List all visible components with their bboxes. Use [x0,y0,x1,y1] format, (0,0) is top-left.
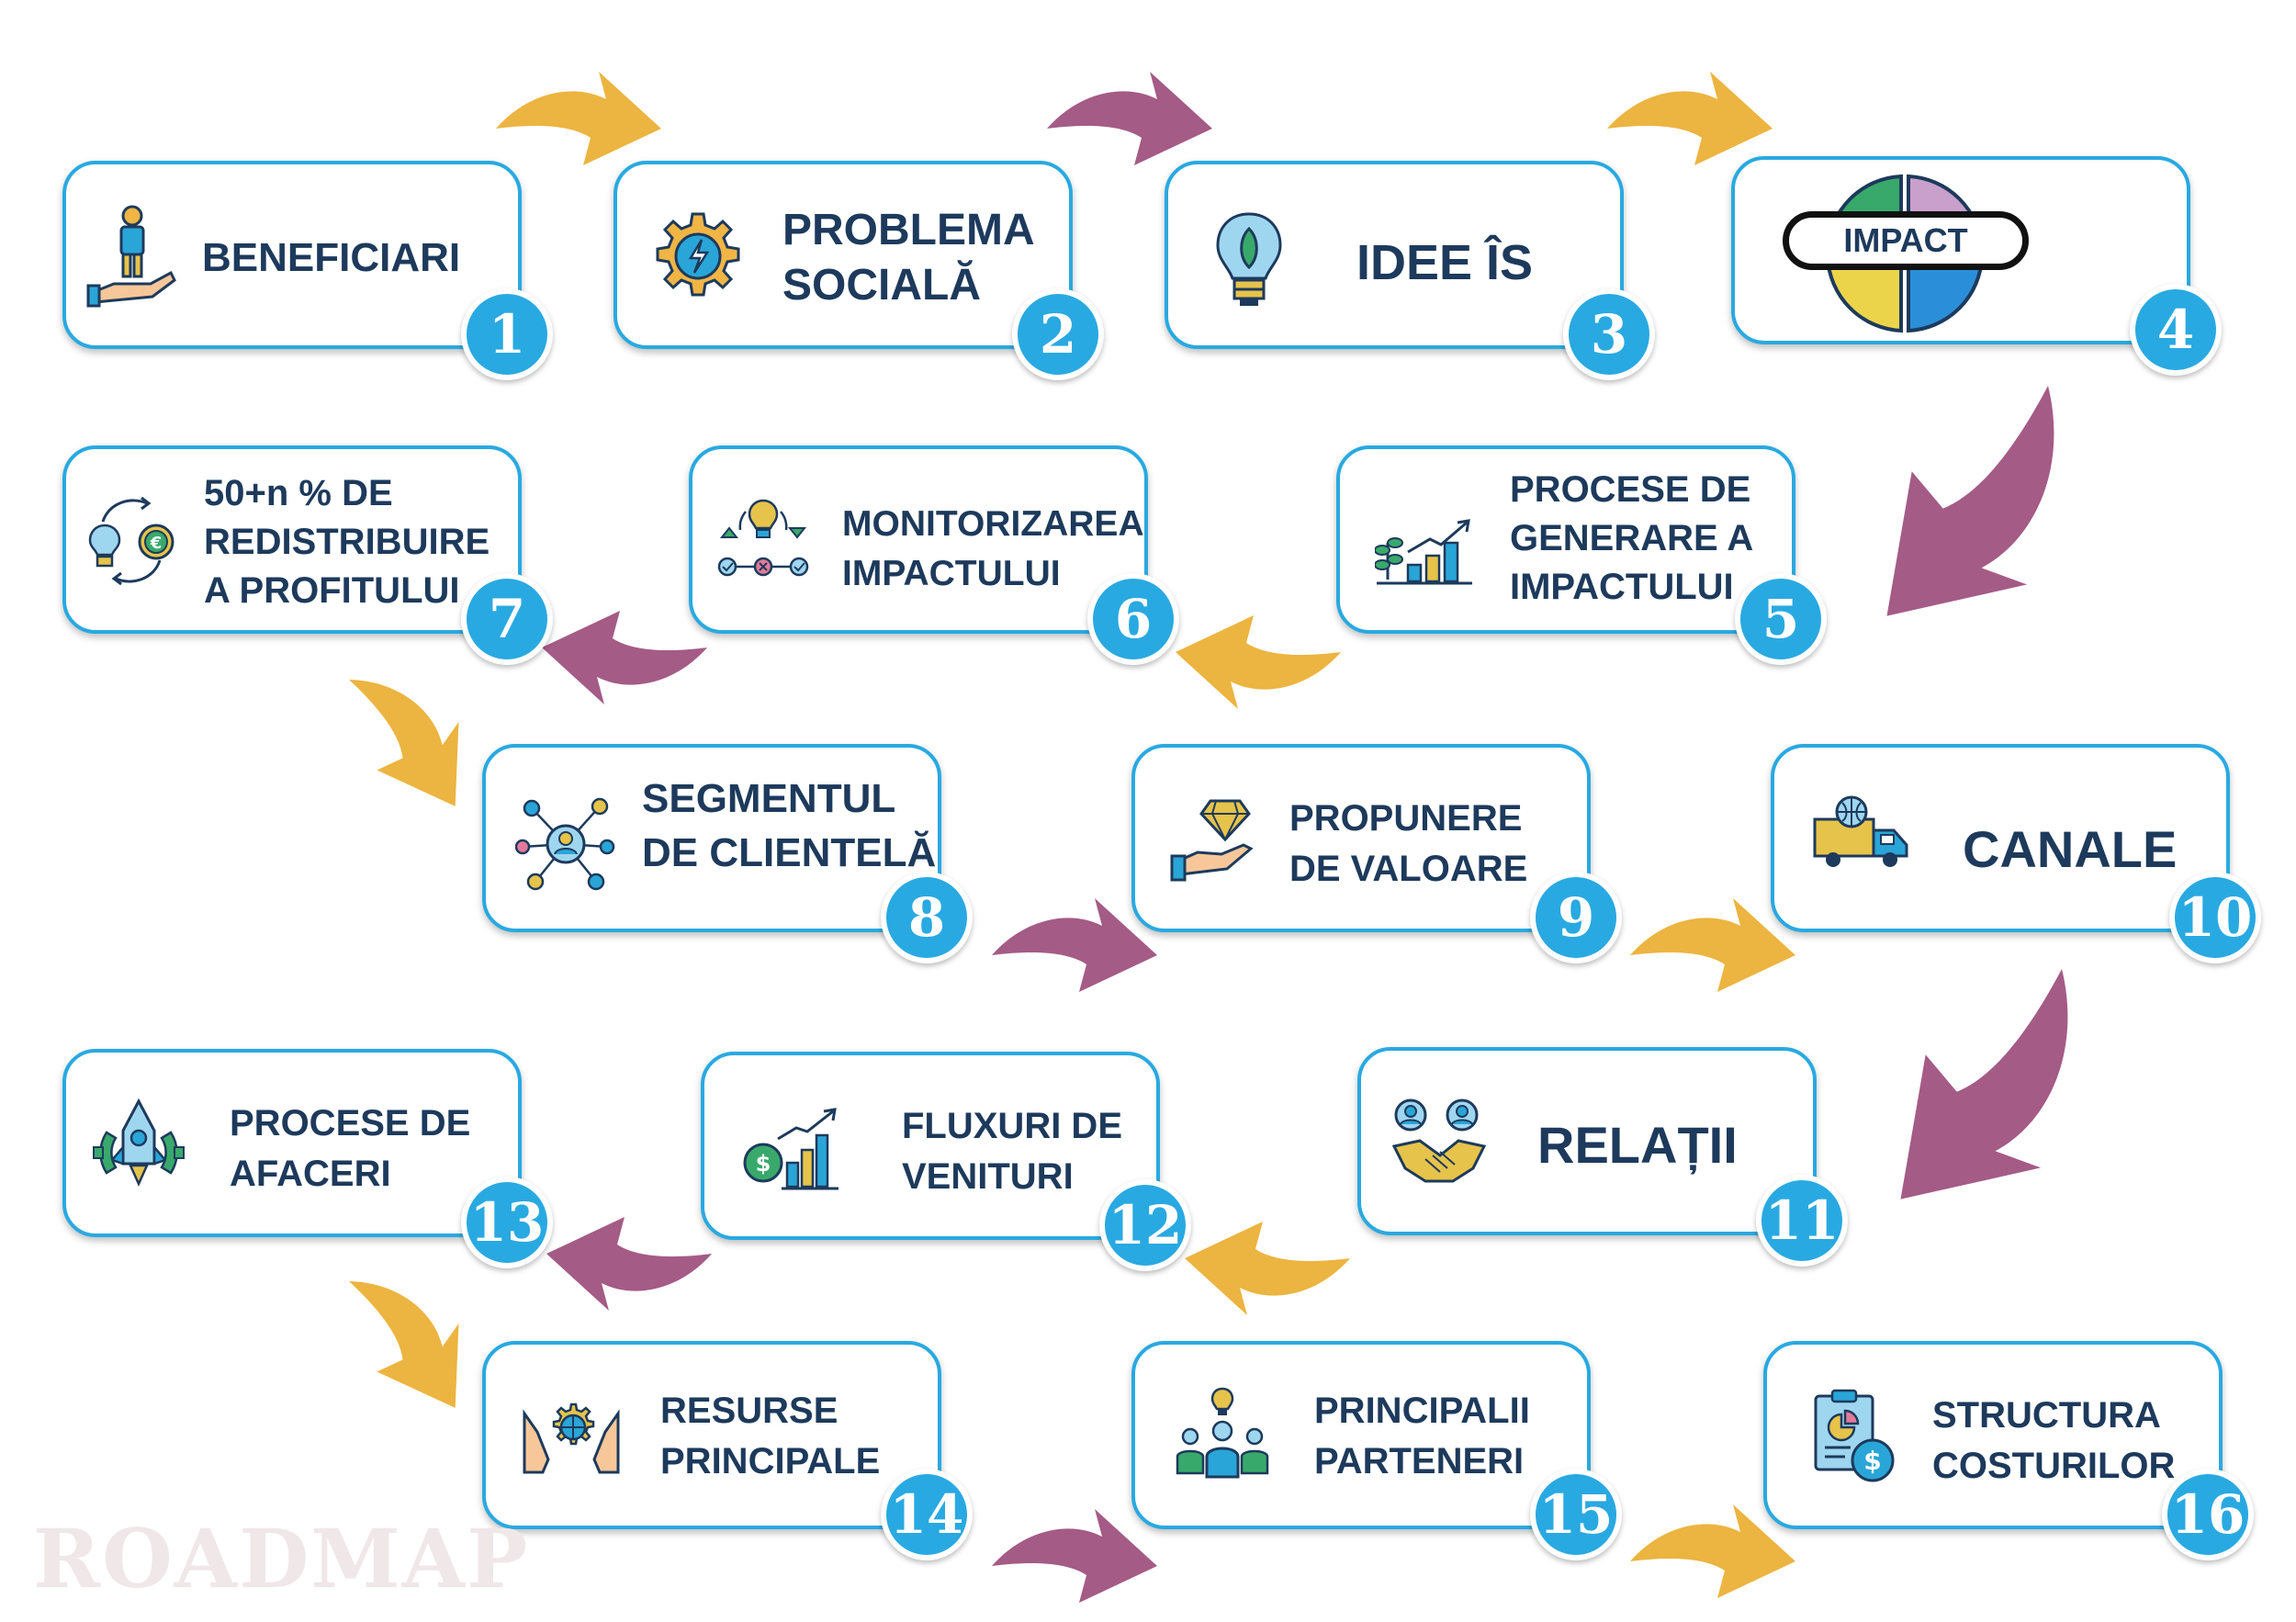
arrow-10-11 [1849,932,2142,1256]
step-5-box: PROCESE DE GENERARE A IMPACTULUI 5 [1336,445,1827,665]
network-user-icon [515,797,615,891]
step-16-box: $ STRUCTURA COSTURILOR 16 [1763,1341,2254,1560]
roadmap-watermark: ROADMAP [33,1511,530,1606]
step-7-box: € 50+n % DE REDISTRIBUIRE A PROFITULUI 7 [62,445,553,665]
arrow-9-10 [1630,898,1795,992]
arrow-6-7 [542,611,707,704]
diamond-hand-icon [1170,799,1254,882]
arrow-13-14 [321,1245,500,1432]
step-6-box: MONITORIZAREA IMPACTULUI 6 [689,445,1179,665]
step-2-label: PROBLEMA SOCIALĂ [782,206,1035,310]
step-10-badge: 10 [2169,872,2261,963]
arrow-12-13 [546,1217,712,1311]
step-3-box: IDEE ÎS 3 [1165,161,1655,380]
arrow-7-8 [321,643,500,830]
step-13-label: PROCESE DE AFACERI [230,1103,471,1195]
arrow-11-12 [1185,1222,1350,1315]
svg-text:$: $ [1863,1446,1881,1476]
monitoring-idea-icon [717,499,809,577]
step-9-box: PROPUNERE DE VALOARE 9 [1131,744,1622,963]
step-10-box: CANALE 10 [1771,744,2261,963]
arrow-4-5 [1835,349,2128,672]
step-8-badge: 8 [881,872,973,963]
step-1-label: BENEFICIARI [202,235,461,280]
step-16-label: STRUCTURA COSTURILOR [1932,1395,2176,1487]
arrow-5-6 [1176,615,1341,709]
revenue-chart-icon: $ [743,1108,838,1190]
step-3-label: IDEE ÎS [1356,235,1534,290]
arrow-3-4 [1607,72,1773,165]
arrow-15-16 [1630,1504,1795,1598]
person-on-hand-icon [86,205,176,308]
step-13-badge: 13 [461,1177,553,1268]
gear-lightning-icon [656,212,740,297]
step-8-box: SEGMENTUL DE CLIENTELĂ 8 [482,744,973,963]
step-4-box: IMPACT 4 [1731,156,2222,376]
step-10-label: CANALE [1963,820,2178,878]
step-15-box: PRINCIPALII PARTENERI 15 [1131,1341,1622,1560]
step-15-badge: 15 [1530,1469,1622,1560]
step-2-box: PROBLEMA SOCIALĂ 2 [613,161,1104,380]
step-12-label: FLUXURI DE VENITURI [902,1106,1122,1198]
step-11-label: RELAȚII [1537,1116,1738,1174]
arrow-8-9 [992,898,1157,992]
cost-report-icon: $ [1814,1389,1895,1482]
step-5-label: PROCESE DE GENERARE A IMPACTULUI [1510,469,1754,607]
step-6-badge: 6 [1087,573,1179,665]
step-12-badge: 12 [1099,1179,1191,1271]
step-14-badge: 14 [881,1469,973,1560]
handshake-users-icon [1391,1098,1487,1183]
svg-text:€: € [150,534,163,553]
step-11-badge: 11 [1756,1175,1848,1267]
team-idea-icon [1176,1387,1269,1479]
step-11-box: RELAȚII 11 [1357,1047,1848,1267]
step-14-box: RESURSE PRINCIPALE 14 [482,1341,973,1560]
step-16-badge: 16 [2162,1469,2254,1560]
step-4-badge: 4 [2130,284,2222,376]
growth-chart-icon [1375,519,1472,585]
svg-text:$: $ [756,1151,771,1177]
step-4-label: IMPACT [1843,221,1968,259]
step-5-badge: 5 [1735,573,1827,665]
step-7-label: 50+n % DE REDISTRIBUIRE A PROFITULUI [204,473,490,611]
step-9-label: PROPUNERE DE VALOARE [1289,798,1528,890]
hands-globe-gear-icon [523,1402,620,1474]
step-15-label: PRINCIPALII PARTENERI [1314,1391,1530,1482]
arrow-2-3 [1047,72,1212,165]
step-9-badge: 9 [1530,872,1622,963]
step-7-badge: 7 [461,573,553,665]
rocket-gear-icon [93,1098,185,1188]
step-1-badge: 1 [461,288,553,380]
arrow-14-15 [992,1509,1157,1603]
step-8-label: SEGMENTUL DE CLIENTELĂ [642,776,937,876]
delivery-truck-icon [1813,795,1908,867]
step-14-label: RESURSE PRINCIPALE [660,1391,881,1482]
step-3-badge: 3 [1563,288,1655,380]
step-13-box: PROCESE DE AFACERI 13 [62,1049,553,1268]
step-12-box: $ FLUXURI DE VENITURI 12 [701,1052,1191,1271]
arrow-1-2 [496,72,661,165]
idea-euro-cycle-icon: € [88,496,174,586]
step-2-badge: 2 [1012,288,1104,380]
step-1-box: BENEFICIARI 1 [62,161,553,380]
step-6-label: MONITORIZAREA IMPACTULUI [842,504,1144,593]
impact-label-pill: IMPACT [1783,211,2029,270]
lightbulb-leaf-icon [1216,212,1282,306]
